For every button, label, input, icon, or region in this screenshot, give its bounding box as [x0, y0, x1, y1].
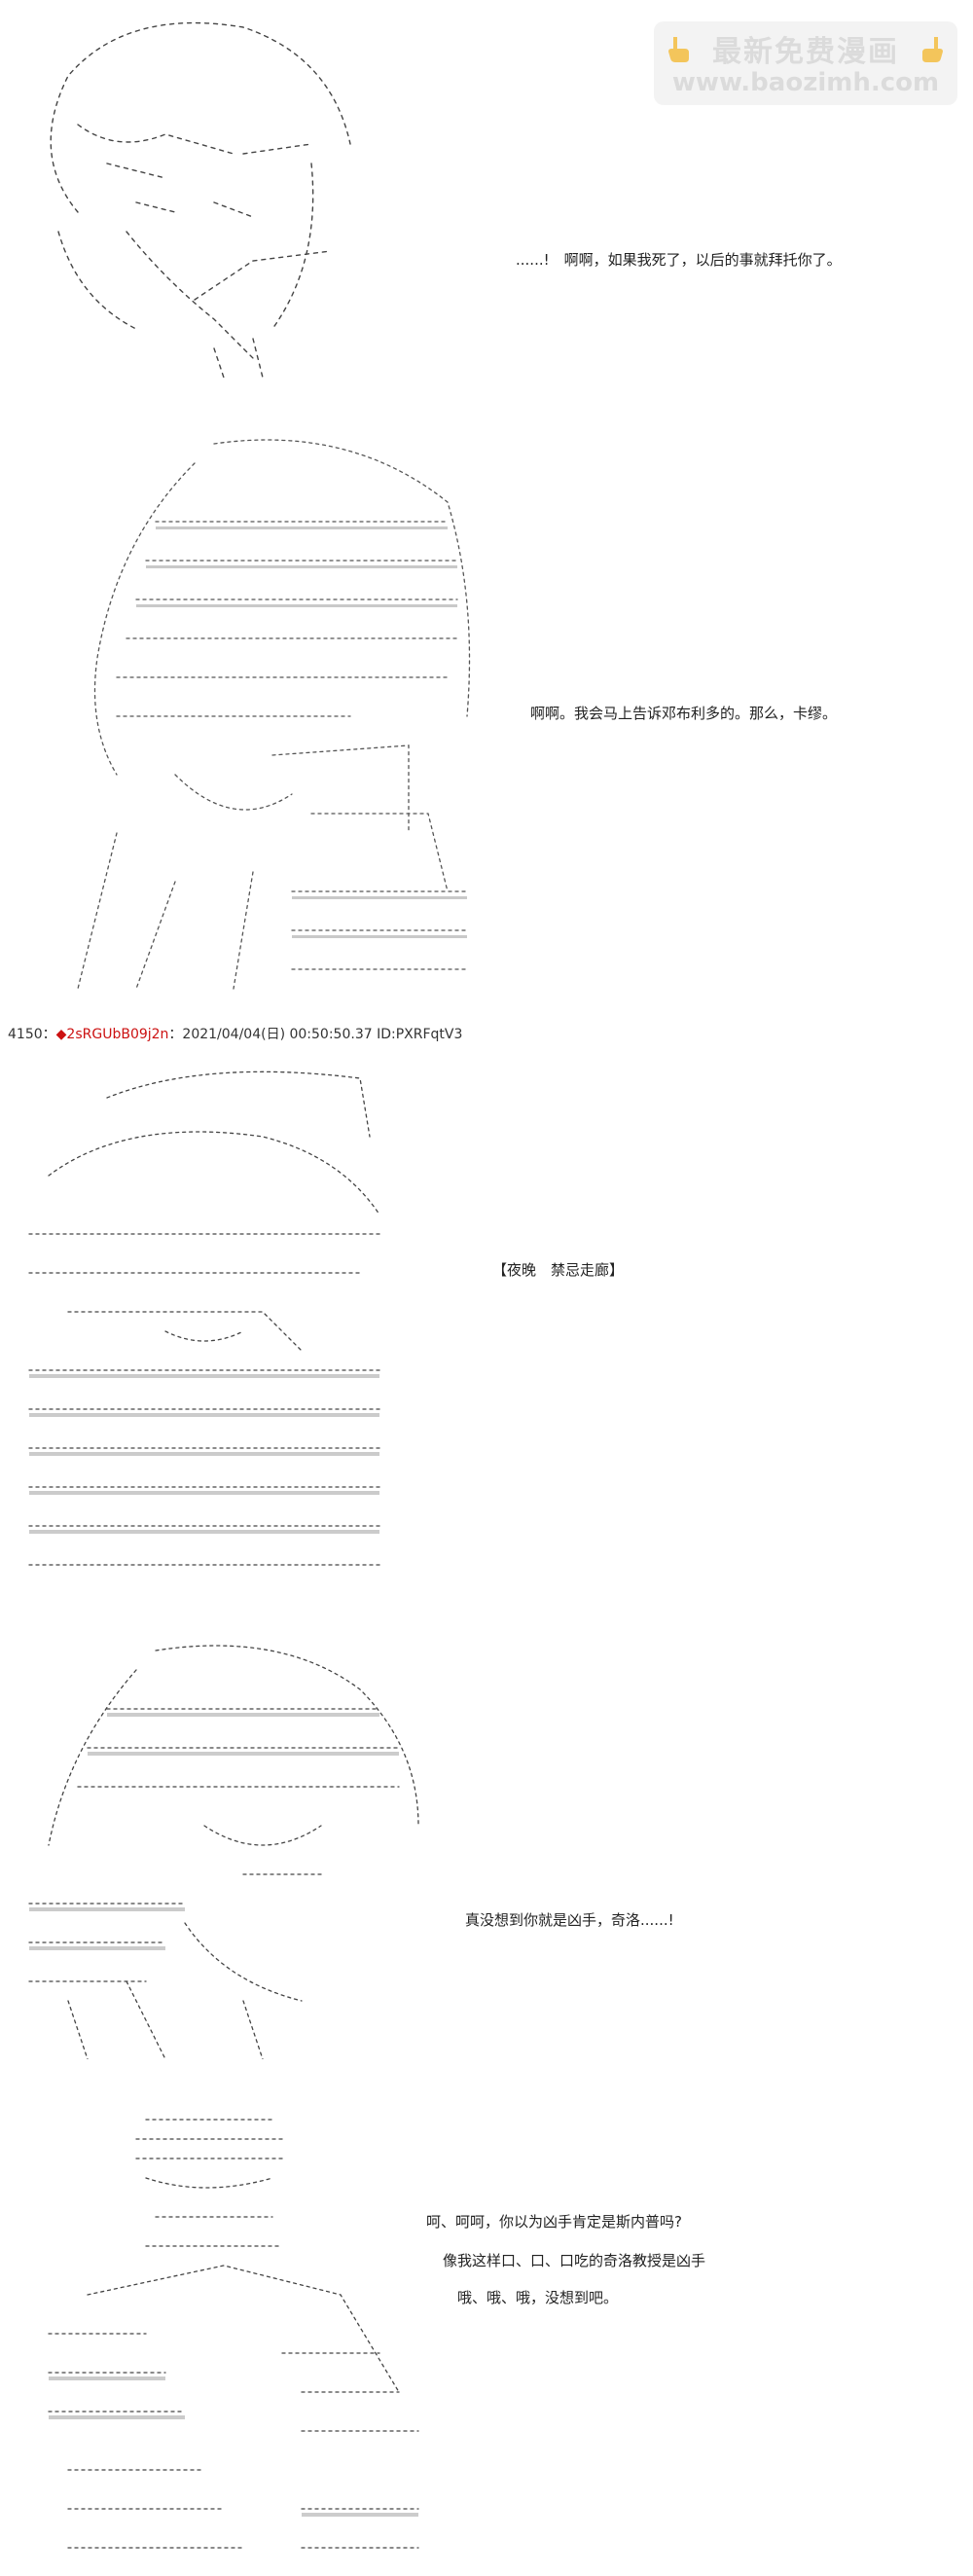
dialogue-line: 啊啊。我会马上告诉邓布利多的。那么，卡缪。 — [530, 705, 838, 722]
post-datetime: ：2021/04/04(日) 00:50:50.37 ID:PXRFqtV3 — [168, 1027, 463, 1042]
panel-5: 呵、呵呵，你以为凶手肯定是斯内普吗? 像我这样口、口、口吃的奇洛教授是凶手 哦、… — [0, 2092, 973, 2576]
dialogue-line: 真没想到你就是凶手，奇洛......! — [465, 1911, 674, 1929]
ascii-art-character-2 — [58, 424, 486, 998]
panel-2: 啊啊。我会马上告诉邓布利多的。那么，卡缪。 — [0, 409, 973, 1002]
ascii-art-character-1 — [19, 8, 428, 378]
dialogue-line: 像我这样口、口、口吃的奇洛教授是凶手 — [443, 2252, 706, 2269]
panel-3: 【夜晚 禁忌走廊】 — [0, 1051, 973, 1596]
post-number: 4150 — [8, 1027, 43, 1042]
trip-diamond-icon: ◆ — [55, 1027, 67, 1042]
post-header: 4150：◆2sRGUbB09j2n：2021/04/04(日) 00:50:5… — [8, 1024, 462, 1043]
pointing-hand-icon — [668, 37, 689, 62]
ascii-art-character-5 — [29, 2100, 438, 2572]
post-separator: ： — [42, 1027, 56, 1042]
panel-4: 真没想到你就是凶手，奇洛......! — [0, 1615, 973, 2063]
ascii-art-character-3 — [10, 1059, 399, 1584]
watermark-title: 最新免费漫画 — [712, 35, 899, 69]
post-trip: 2sRGUbB09j2n — [66, 1027, 169, 1042]
dialogue-line: ......! 啊啊，如果我死了，以后的事就拜托你了。 — [516, 251, 842, 269]
dialogue-line: 哦、哦、哦，没想到吧。 — [457, 2289, 619, 2306]
watermark-badge: 最新免费漫画 www.baozimh.com — [654, 21, 957, 105]
pointing-hand-icon — [922, 37, 943, 62]
ascii-art-character-4 — [10, 1631, 438, 2059]
watermark-url: www.baozimh.com — [671, 68, 940, 97]
dialogue-line: 【夜晚 禁忌走廊】 — [492, 1261, 625, 1279]
dialogue-line: 呵、呵呵，你以为凶手肯定是斯内普吗? — [426, 2213, 682, 2231]
panel-1: ......! 啊啊，如果我死了，以后的事就拜托你了。 — [0, 0, 973, 389]
